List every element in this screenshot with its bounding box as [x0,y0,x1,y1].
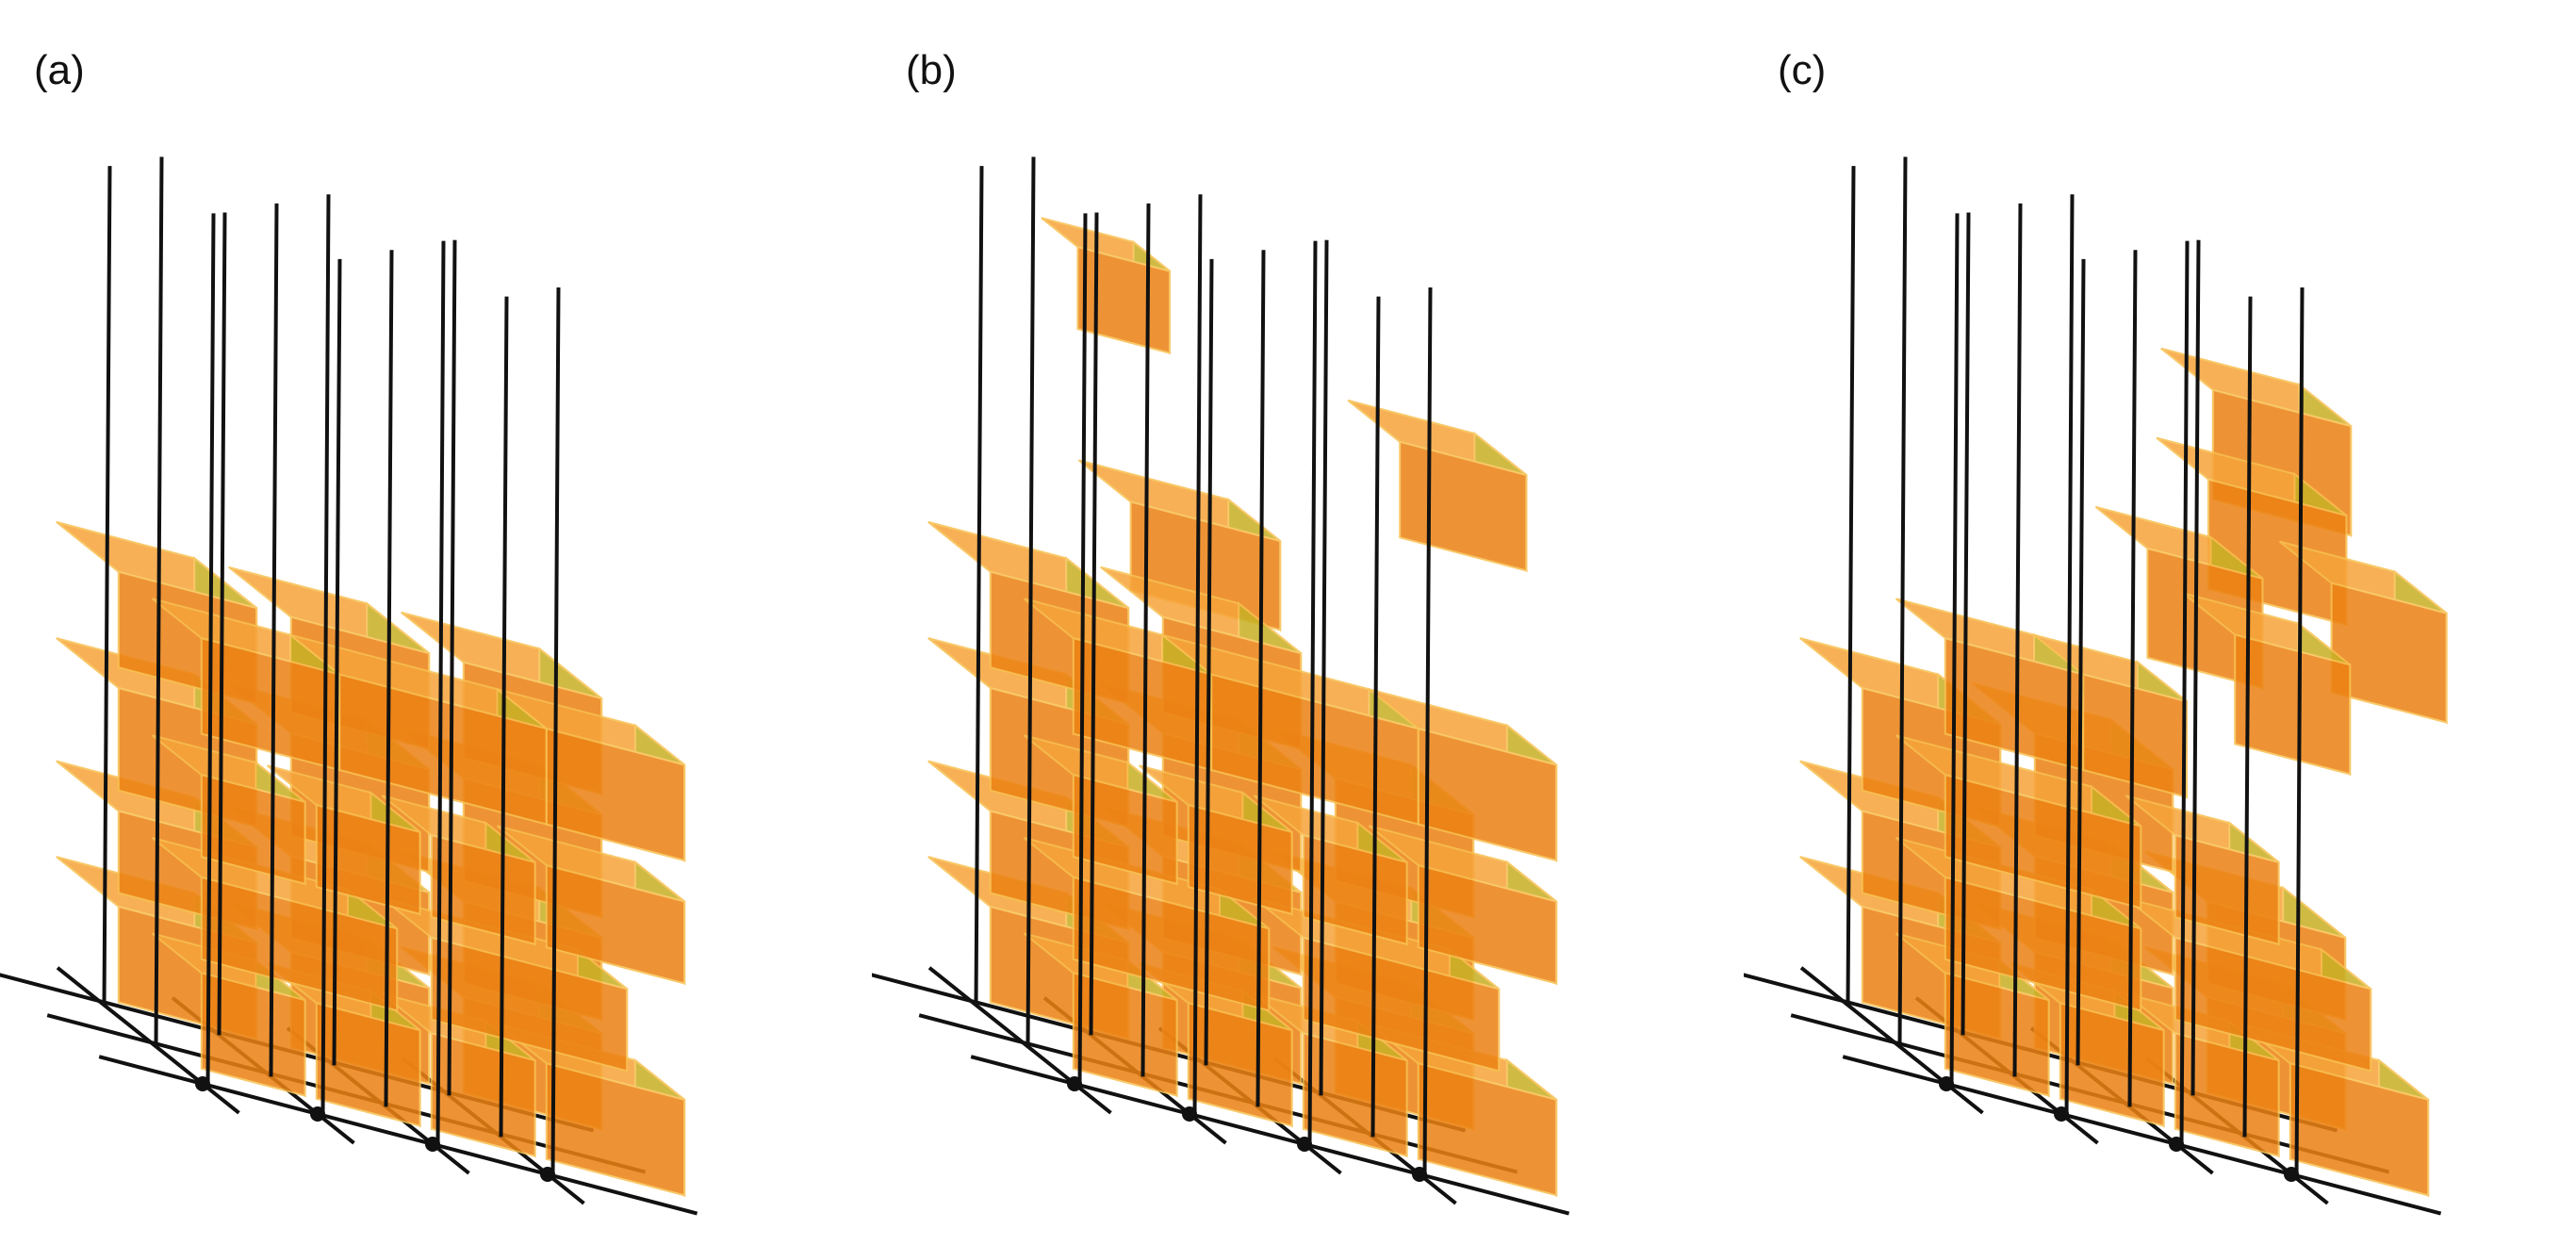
module-box [2278,540,2448,725]
panel-a: (a) [0,0,859,1245]
module-box [381,795,536,946]
module-box [2182,592,2352,777]
panel-b: (b) [872,0,1731,1245]
scene-b [872,156,1570,1216]
support-rods [1846,156,2305,1179]
panel-label-b: (b) [906,47,957,93]
module-boxes [1799,347,2448,1198]
module-box [2033,633,2188,799]
module-box [1253,992,1408,1158]
module-box [1368,825,1558,986]
module-box [1253,795,1408,946]
scene-a [0,156,698,1216]
module-box [1368,688,1558,863]
module-box [1347,399,1528,573]
panel-c: (c) [1744,0,2576,1245]
module-box [1138,764,1293,916]
module-box [496,688,686,863]
grid-nodes [195,1076,555,1182]
module-box [1023,598,1213,773]
module-boxes [56,520,686,1198]
support-rods [974,156,1433,1179]
module-boxes [927,217,1558,1198]
panel-label-a: (a) [34,47,85,93]
module-box [496,825,686,986]
panel-label-c: (c) [1778,47,1827,93]
module-box [2125,795,2280,946]
grid-nodes [1067,1076,1427,1182]
scene-c [1744,156,2448,1216]
support-rods [102,156,561,1179]
module-box [1023,734,1178,886]
grid-nodes [1939,1076,2299,1182]
module-box [1041,217,1171,355]
